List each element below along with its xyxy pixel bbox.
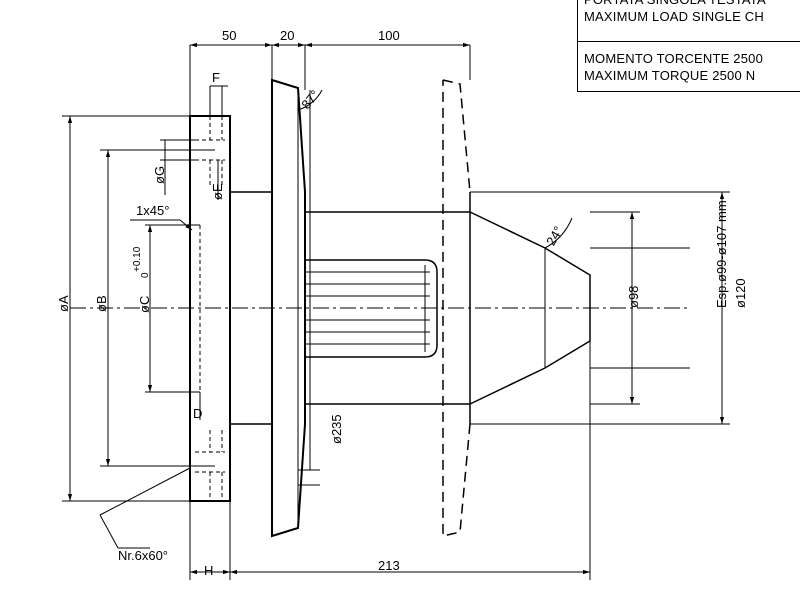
dim-d: D [193, 406, 202, 421]
dim-phi-g: øG [152, 166, 167, 184]
dim-phi-a: øA [56, 295, 71, 312]
dim-tol-plus: +0.10 [132, 246, 143, 272]
spline [305, 259, 438, 358]
dim-phi-98: ø98 [626, 286, 641, 308]
notes-panel: PORTATA SINGOLA TESTATA MAXIMUM LOAD SIN… [577, 0, 800, 92]
dim-phi-e: øE [210, 183, 225, 200]
dim-phi-235: ø235 [329, 414, 344, 444]
torque-note-box: MOMENTO TORCENTE 2500 MAXIMUM TORQUE 250… [577, 42, 800, 92]
dim-top-20: 20 [280, 28, 294, 43]
torque-note-it: MOMENTO TORCENTE 2500 [584, 51, 764, 66]
load-note-en: MAXIMUM LOAD SINGLE CH [584, 9, 764, 24]
dim-top-100: 100 [378, 28, 400, 43]
phantom-wheel [442, 79, 471, 537]
dim-bottom-213: 213 [378, 558, 400, 573]
dim-phi-120: ø120 [733, 278, 748, 308]
dim-esp: Esp.ø99-ø107 mm [714, 200, 729, 308]
dim-holes: Nr.6x60° [118, 548, 168, 563]
dimension-lines [62, 42, 730, 580]
dim-phi-b: øB [94, 295, 109, 312]
dim-h: H [204, 563, 213, 578]
dim-chamfer: 1x45° [136, 203, 169, 218]
dim-phi-c: øC [137, 296, 152, 313]
disc [271, 78, 306, 538]
load-note-it: PORTATA SINGOLA TESTATA [584, 0, 800, 8]
dim-top-50: 50 [222, 28, 236, 43]
load-note-box: PORTATA SINGOLA TESTATA MAXIMUM LOAD SIN… [577, 0, 800, 42]
torque-note-en: MAXIMUM TORQUE 2500 N [584, 68, 756, 83]
dim-angle-24: 24° [543, 224, 566, 249]
dim-tol-zero: 0 [140, 272, 151, 278]
dim-f: F [212, 70, 220, 85]
